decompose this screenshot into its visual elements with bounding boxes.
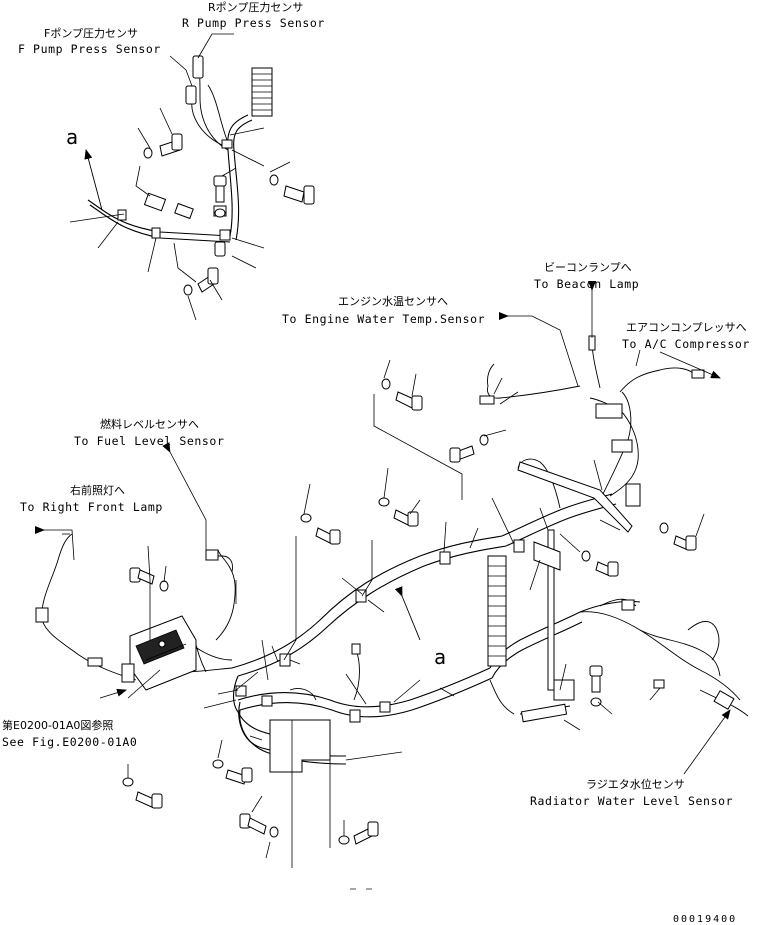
- ref-label-en: See Fig.E0200-01A0: [2, 735, 137, 749]
- bolt-lower-4: [338, 821, 379, 845]
- ac-label-jp: エアコンコンプレッサへ: [626, 321, 747, 334]
- r-pump-sensor-label-jp: Rポンプ圧力センサ: [208, 1, 303, 14]
- lower-bracket-plate: [269, 719, 331, 773]
- f-pump-sensor-label-jp: Fポンプ圧力センサ: [44, 27, 138, 40]
- bolt-lower-1: [122, 777, 163, 809]
- fuel-label-en: To Fuel Level Sensor: [74, 434, 224, 448]
- bolt-mid-2: [378, 497, 419, 527]
- branch-connector-block: [143, 192, 227, 220]
- ac-connector: [691, 369, 705, 379]
- hardware-bolts: [122, 378, 697, 845]
- fuel-label-jp: 燃料レベルセンサへ: [100, 417, 199, 431]
- bolt-top-4: [183, 267, 219, 296]
- radiator-label-en: Radiator Water Level Sensor: [530, 794, 733, 808]
- leader-lines: [127, 359, 705, 868]
- fuel-sensor-connector: [205, 549, 219, 561]
- main-harness: a: [35, 335, 749, 773]
- beacon-label-en: To Beacon Lamp: [534, 277, 639, 291]
- bolt-mid-1: [300, 513, 341, 545]
- water-temp-connector: [479, 395, 495, 405]
- bolt-left: [129, 567, 169, 592]
- bolt-upper-1: [381, 378, 423, 411]
- front-lamp-label-jp: 右前照灯へ: [70, 483, 125, 497]
- bolt-right-1: [659, 522, 697, 551]
- callout-arrows: [35, 281, 731, 775]
- beacon-label-jp: ビーコンランプへ: [544, 261, 632, 274]
- marker-a-main: a: [434, 645, 446, 669]
- right-connector-cluster: [520, 703, 568, 723]
- bolt-right-2: [581, 550, 619, 577]
- f-pump-sensor-label-en: F Pump Press Sensor: [18, 42, 161, 56]
- marker-a-top: a: [66, 125, 78, 149]
- f-pump-sensor-connector: [185, 85, 197, 105]
- terminal-strip: [487, 555, 507, 667]
- water-temp-label-jp: エンジン水温センサへ: [338, 295, 448, 308]
- bolt-lower-2: [212, 759, 253, 785]
- ref-label-jp: 第E0200-01A0図参照: [2, 718, 113, 732]
- bolt-upper-2: [449, 434, 489, 463]
- engine-bracket: [517, 403, 641, 533]
- beacon-connector: [588, 335, 596, 351]
- bolt-top-3: [269, 174, 315, 205]
- radiator-label-jp: ラジエタ水位センサ: [586, 777, 685, 791]
- radiator-level-sensor: [713, 690, 735, 710]
- pump-sensor-subassembly: a: [66, 33, 315, 321]
- r-pump-sensor-connector: [192, 55, 204, 79]
- ac-label-en: To A/C Compressor: [622, 337, 750, 351]
- bolt-top-1: [143, 133, 183, 159]
- front-lamp-label-en: To Right Front Lamp: [20, 500, 163, 514]
- bolt-radiator: [589, 665, 603, 707]
- front-lamp-connector: [35, 607, 49, 623]
- front-fuse-box: [121, 615, 197, 691]
- bolt-top-2: [213, 175, 227, 257]
- drawing-number: 00019400: [673, 914, 737, 925]
- water-temp-label-en: To Engine Water Temp.Sensor: [282, 312, 485, 326]
- r-pump-sensor-label-en: R Pump Press Sensor: [182, 16, 325, 30]
- relay-stack: [251, 67, 273, 117]
- bolt-lower-3: [239, 813, 279, 838]
